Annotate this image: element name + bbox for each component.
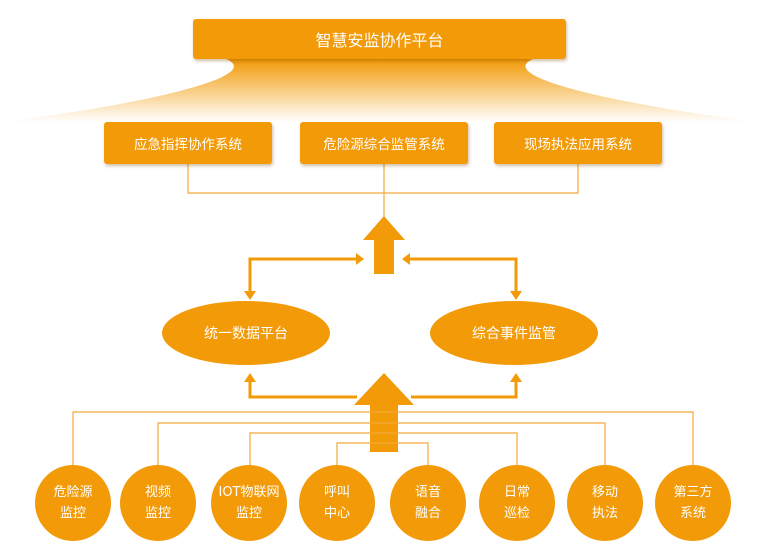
source-line1: 语音 [414, 485, 441, 500]
source-line1: 呼叫 [323, 485, 350, 500]
system-join-lines [187, 164, 579, 218]
system-box-enforcement: 现场执法应用系统 [494, 122, 662, 164]
system-box-emergency: 应急指挥协作系统 [104, 122, 272, 164]
source-line2: 系统 [679, 506, 706, 521]
arrowhead-left-right [356, 253, 364, 265]
arrowhead-right-down [510, 291, 522, 300]
source-line2: 融合 [414, 506, 441, 521]
source-line2: 巡检 [503, 506, 530, 521]
source-voice-fusion: 语音 融合 [390, 465, 466, 541]
source-line2: 中心 [323, 506, 350, 521]
platform-title-box: 智慧安监协作平台 [193, 19, 566, 59]
system-box-hazard: 危险源综合监管系统 [300, 122, 468, 164]
up-arrow-upper [363, 216, 405, 274]
platform-title: 智慧安监协作平台 [315, 31, 444, 50]
event-supervision-ellipse: 综合事件监管 [430, 301, 598, 365]
system-label: 应急指挥协作系统 [134, 137, 242, 153]
fan-glow [0, 59, 760, 122]
middle-arrows-lower [248, 382, 518, 399]
source-video-monitor: 视频 监控 [120, 465, 196, 541]
data-platform-ellipse: 统一数据平台 [162, 301, 330, 365]
source-line1: IOT物联网 [218, 485, 280, 500]
source-line1: 日常 [503, 485, 530, 500]
source-line1: 第三方 [673, 485, 713, 500]
arrowhead-left-lower-up [244, 373, 256, 382]
system-label: 危险源综合监管系统 [323, 137, 445, 153]
source-line2: 监控 [59, 506, 86, 521]
source-line1: 危险源 [53, 485, 93, 500]
arrowhead-right-lower-up [510, 373, 522, 382]
source-line2: 执法 [591, 506, 618, 521]
source-line2: 监控 [235, 506, 262, 521]
source-mobile-enforcement: 移动 执法 [567, 465, 643, 541]
middle-arrows-upper [248, 257, 518, 296]
source-third-party: 第三方 系统 [655, 465, 731, 541]
source-daily-patrol: 日常 巡检 [479, 465, 555, 541]
source-line1: 视频 [144, 485, 171, 500]
system-label: 现场执法应用系统 [524, 137, 632, 153]
arrowhead-left-up [244, 291, 256, 300]
source-line1: 移动 [591, 485, 618, 500]
source-call-center: 呼叫 中心 [299, 465, 375, 541]
middle-label: 综合事件监管 [472, 326, 556, 342]
source-hazard-monitor: 危险源 监控 [35, 465, 111, 541]
source-bracket-lines [72, 411, 694, 472]
middle-label: 统一数据平台 [204, 326, 288, 342]
source-line2: 监控 [144, 506, 171, 521]
source-iot-monitor: IOT物联网 监控 [211, 465, 287, 541]
arrowhead-right-left [402, 253, 410, 265]
